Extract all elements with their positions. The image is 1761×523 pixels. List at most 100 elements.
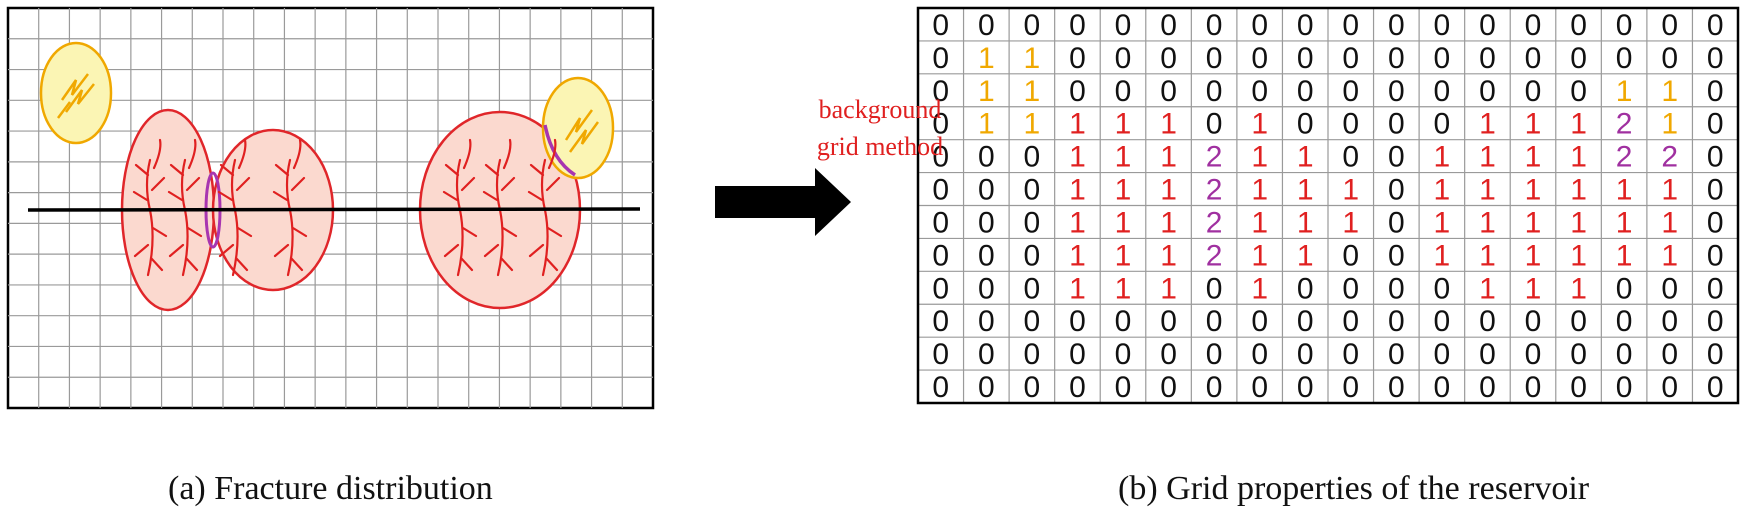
grid-cell-value: 0 [1342,272,1359,305]
grid-cell-value: 0 [1251,371,1268,404]
grid-cell-value: 0 [932,371,949,404]
grid-cell-value: 1 [1570,272,1587,305]
grid-cell-value: 0 [1160,42,1177,75]
grid-cell-value: 0 [978,206,995,239]
grid-cell-value: 0 [1342,42,1359,75]
grid-cell-value: 0 [978,239,995,272]
grid-cell-value: 1 [1479,108,1496,141]
grid-cell-value: 0 [1251,75,1268,108]
transform-arrow [715,168,851,236]
grid-cell-value: 1 [1434,174,1451,207]
grid-cell-value: 0 [1661,272,1678,305]
grid-cell-value: 0 [1707,338,1724,371]
grid-cell-value: 0 [1069,9,1086,42]
grid-cell-value: 0 [1297,9,1314,42]
grid-cell-value: 0 [1570,42,1587,75]
grid-cell-value: 0 [1434,305,1451,338]
grid-cell-value: 1 [1160,206,1177,239]
grid-cell-value: 1 [1525,108,1542,141]
grid-cell-value: 1 [1616,206,1633,239]
grid-cell-value: 2 [1206,239,1223,272]
grid-cell-value: 1 [1115,206,1132,239]
grid-cell-value: 0 [932,75,949,108]
grid-cell-value: 1 [1024,108,1041,141]
grid-cell-value: 1 [1024,75,1041,108]
grid-cell-value: 0 [1206,9,1223,42]
grid-cell-value: 0 [1388,272,1405,305]
grid-cell-value: 2 [1616,108,1633,141]
grid-cell-value: 0 [1342,108,1359,141]
grid-cell-value: 1 [1115,141,1132,174]
grid-cell-value: 0 [1707,272,1724,305]
grid-cell-value: 0 [1024,174,1041,207]
grid-cell-value: 0 [932,206,949,239]
grid-cell-value: 1 [1069,239,1086,272]
grid-cell-value: 1 [1479,272,1496,305]
grid-cell-value: 1 [1115,174,1132,207]
grid-cell-value: 0 [1160,371,1177,404]
grid-cell-value: 1 [1479,174,1496,207]
grid-cell-value: 1 [1570,141,1587,174]
grid-cell-value: 0 [1525,371,1542,404]
grid-cell-value: 1 [1434,206,1451,239]
grid-cell-value: 0 [1342,305,1359,338]
grid-cell-value: 0 [932,42,949,75]
grid-cell-value: 0 [1024,272,1041,305]
grid-cell-value: 0 [1024,239,1041,272]
grid-cell-value: 0 [1661,42,1678,75]
grid-cell-value: 0 [1160,9,1177,42]
grid-cell-value: 0 [1297,371,1314,404]
grid-cell-value: 0 [1342,338,1359,371]
grid-cell-value: 0 [1206,42,1223,75]
grid-cell-value: 0 [1525,42,1542,75]
grid-cell-value: 1 [978,75,995,108]
grid-cell-value: 0 [1251,9,1268,42]
grid-cell-value: 0 [1069,42,1086,75]
grid-cell-value: 0 [1251,338,1268,371]
grid-cell-value: 2 [1206,174,1223,207]
caption-a: (a) Fracture distribution [168,470,493,507]
grid-cell-value: 1 [1342,206,1359,239]
grid-cell-value: 0 [1388,338,1405,371]
grid-cell-value: 0 [1434,108,1451,141]
grid-cell-value: 1 [1069,141,1086,174]
grid-cell-value: 1 [1115,239,1132,272]
grid-cell-value: 2 [1661,141,1678,174]
grid-cell-value: 0 [932,305,949,338]
grid-cell-value: 0 [1616,371,1633,404]
grid-cell-value: 0 [1115,42,1132,75]
grid-cell-value: 0 [1434,75,1451,108]
grid-cell-value: 0 [1434,9,1451,42]
grid-cell-value: 1 [1160,174,1177,207]
grid-cell-value: 1 [1297,174,1314,207]
grid-cell-value: 0 [1525,9,1542,42]
grid-cell-value: 0 [978,141,995,174]
grid-cell-value: 0 [1206,338,1223,371]
grid-cell-value: 0 [1342,141,1359,174]
grid-cell-value: 0 [932,239,949,272]
grid-cell-value: 0 [1479,371,1496,404]
grid-cell-value: 0 [1616,9,1633,42]
grid-cell-value: 0 [1160,338,1177,371]
grid-cell-value: 0 [978,272,995,305]
grid-cell-value: 0 [932,272,949,305]
method-label-line1: background [818,95,942,124]
grid-cell-value: 0 [1434,371,1451,404]
grid-cell-value: 2 [1206,206,1223,239]
grid-cell-value: 0 [978,371,995,404]
grid-cell-value: 0 [978,305,995,338]
grid-cell-value: 1 [1479,206,1496,239]
grid-cell-value: 1 [1251,174,1268,207]
grid-cell-value: 1 [978,42,995,75]
grid-cell-value: 1 [1251,272,1268,305]
grid-cell-value: 1 [1069,174,1086,207]
grid-cell-value: 0 [1434,338,1451,371]
grid-cell-value: 0 [1342,239,1359,272]
grid-cell-value: 0 [1388,42,1405,75]
grid-cell-value: 1 [1661,108,1678,141]
grid-cell-value: 0 [1707,141,1724,174]
grid-cell-value: 0 [1160,75,1177,108]
grid-cell-value: 0 [1206,108,1223,141]
grid-cell-value: 0 [1024,206,1041,239]
grid-cell-value: 0 [1616,272,1633,305]
